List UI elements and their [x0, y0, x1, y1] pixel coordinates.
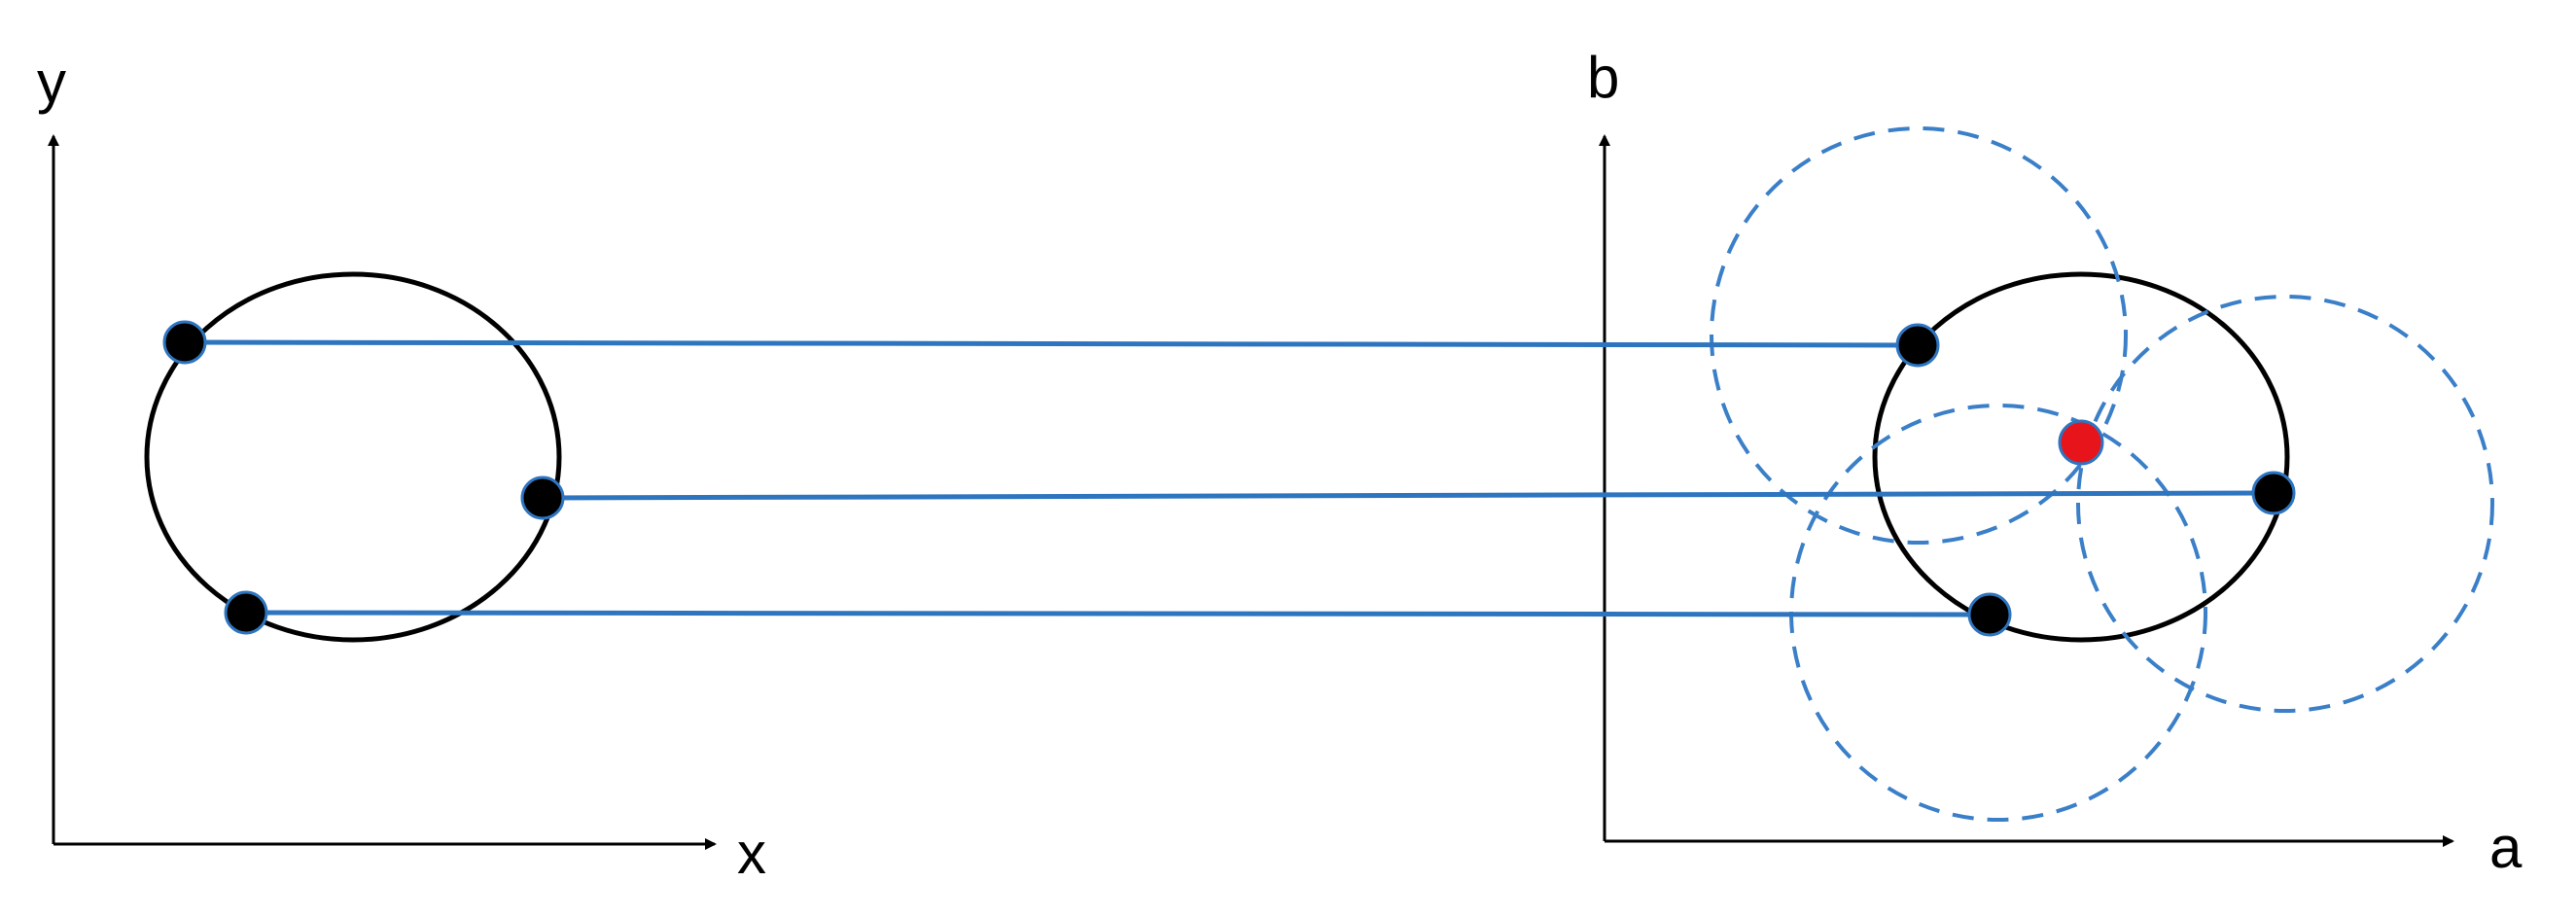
image-circle	[144, 271, 562, 643]
image-edge-point-2	[520, 476, 565, 520]
parameter-circle	[1872, 271, 2290, 643]
connector-lines	[184, 339, 2275, 617]
edge-points	[162, 320, 2296, 637]
param-edge-point-1	[1895, 323, 1940, 368]
param-a-axis-label: a	[2489, 815, 2523, 880]
image-edge-point-3	[224, 590, 268, 635]
image-x-axis-label: x	[737, 821, 766, 886]
param-edge-point-2	[2251, 471, 2296, 515]
detected-center-point	[2058, 419, 2104, 466]
image-y-axis-label: y	[37, 50, 66, 115]
connector-line-middle	[542, 490, 2275, 501]
image-space-panel: y x	[37, 50, 766, 886]
image-edge-point-1	[162, 320, 207, 365]
vote-circle-right	[2076, 295, 2494, 713]
connector-line-top	[184, 339, 1919, 348]
vote-circle-top-left	[1710, 126, 2128, 545]
param-b-axis-label: b	[1587, 45, 1619, 110]
param-edge-point-3	[1967, 592, 2012, 637]
connector-line-bottom	[245, 610, 1991, 617]
parameter-space-panel: b a	[1587, 45, 2523, 880]
